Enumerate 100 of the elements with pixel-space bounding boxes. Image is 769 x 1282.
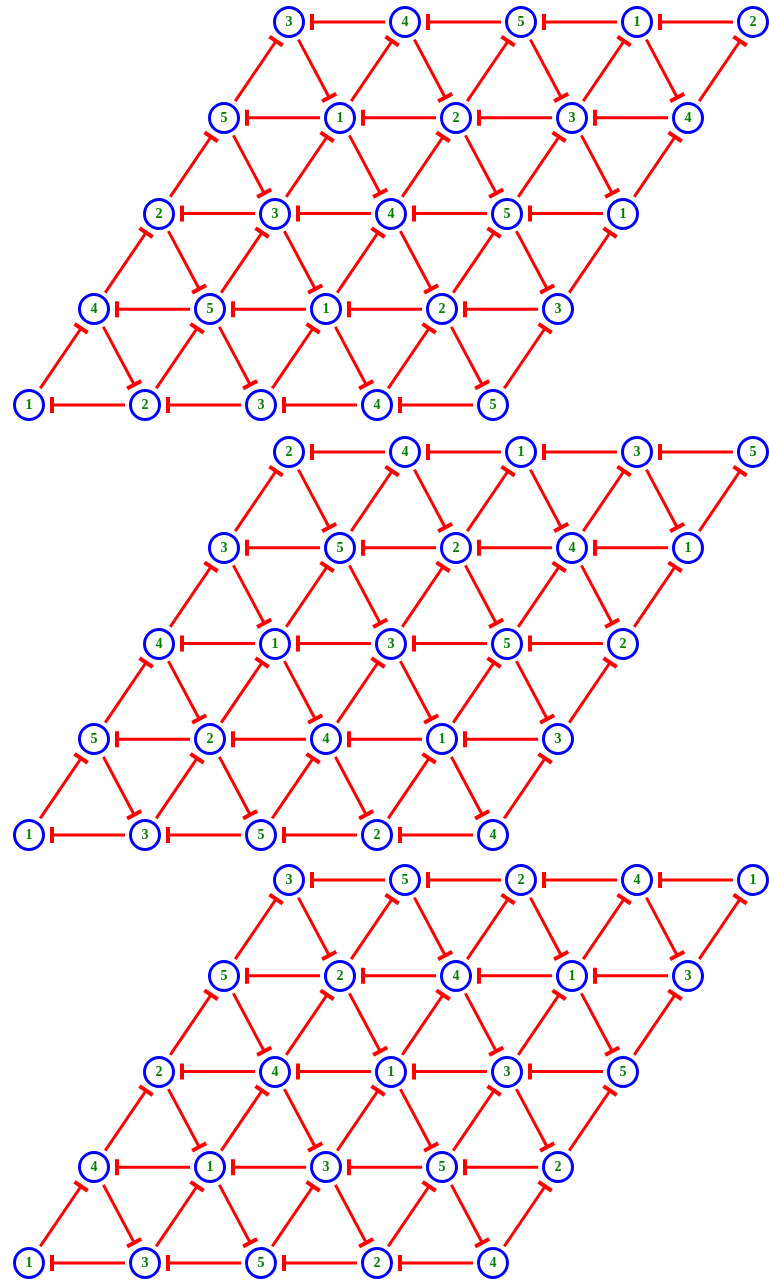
inhibition-edge <box>450 326 491 391</box>
inhibition-edge <box>218 1184 259 1249</box>
inhibition-edge <box>698 892 748 961</box>
inhibition-edge <box>218 756 259 821</box>
inhibition-edge <box>580 564 621 629</box>
inhibition-edge <box>399 660 440 725</box>
inhibition-edge <box>231 1159 306 1176</box>
inhibition-edge <box>515 660 556 725</box>
inhibition-edge <box>466 34 516 103</box>
inhibition-edge <box>452 656 502 724</box>
inhibition-edge <box>283 230 324 295</box>
inhibition-edge <box>50 1255 125 1271</box>
inhibition-edge <box>234 34 284 103</box>
inhibition-edge <box>39 752 89 820</box>
inhibition-edge <box>529 896 570 961</box>
inhibition-edge <box>413 896 454 961</box>
inhibition-edge <box>155 752 205 820</box>
inhibition-edge <box>282 397 357 413</box>
inhibition-edge <box>426 444 501 460</box>
inhibition-edge <box>348 564 389 629</box>
inhibition-edge <box>413 468 454 533</box>
inhibition-edge <box>387 322 437 390</box>
inhibition-edge <box>336 656 386 724</box>
inhibition-edge <box>167 660 208 725</box>
inhibition-edge <box>412 635 487 652</box>
inhibition-edge <box>361 109 436 126</box>
inhibition-edge <box>347 301 422 318</box>
inhibition-edge <box>698 34 748 103</box>
inhibition-edge <box>102 756 143 821</box>
inhibition-edge <box>412 205 487 222</box>
inhibition-edge <box>633 560 683 628</box>
inhibition-edge <box>271 322 321 390</box>
inhibition-edge <box>645 468 686 533</box>
inhibition-edge <box>169 988 219 1056</box>
inhibition-edge <box>180 205 255 222</box>
inhibition-edge <box>271 752 321 820</box>
inhibition-edge <box>334 1184 375 1249</box>
inhibition-edge <box>517 988 567 1056</box>
inhibition-edge <box>180 1063 255 1080</box>
inhibition-edge <box>645 896 686 961</box>
inhibition-edge <box>283 660 324 725</box>
inhibition-edge <box>350 892 400 961</box>
inhibition-edge <box>220 226 270 294</box>
inhibition-edge <box>452 226 502 294</box>
inhibition-edge <box>334 756 375 821</box>
inhibition-edge <box>450 1184 491 1249</box>
inhibition-edge <box>282 827 357 843</box>
inhibition-edge <box>503 322 553 390</box>
inhibition-edge <box>398 827 473 843</box>
inhibition-edge <box>528 205 603 222</box>
inhibition-edge <box>232 134 273 199</box>
inhibition-edge <box>658 14 733 30</box>
inhibition-edge <box>463 731 538 748</box>
inhibition-edge <box>398 1255 473 1271</box>
inhibition-edge <box>334 326 375 391</box>
inhibition-edge <box>218 326 259 391</box>
inhibition-edge <box>658 872 733 888</box>
inhibition-edge <box>297 896 338 961</box>
inhibition-edge <box>155 322 205 390</box>
inhibition-edge <box>580 992 621 1057</box>
inhibition-edge <box>350 34 400 103</box>
inhibition-edge <box>271 1180 321 1248</box>
inhibition-edge <box>593 967 668 984</box>
inhibition-edge <box>296 1063 371 1080</box>
inhibition-edge <box>529 38 570 103</box>
inhibition-edge <box>515 1088 556 1153</box>
inhibition-edge <box>104 1084 154 1152</box>
inhibition-edge <box>297 468 338 533</box>
inhibition-edge <box>542 444 617 460</box>
inhibition-edge <box>633 988 683 1056</box>
inhibition-edge <box>463 301 538 318</box>
inhibition-edge <box>104 226 154 294</box>
inhibition-edge <box>39 1180 89 1248</box>
inhibition-edge <box>169 560 219 628</box>
inhibition-edge <box>399 230 440 295</box>
inhibition-edge <box>282 1255 357 1271</box>
inhibition-edge <box>464 134 505 199</box>
inhibition-edge <box>166 1255 241 1271</box>
inhibition-edge <box>426 872 501 888</box>
inhibition-edge <box>401 988 451 1056</box>
inhibition-edge <box>466 892 516 961</box>
inhibition-edge <box>517 560 567 628</box>
inhibition-edge <box>452 1084 502 1152</box>
inhibition-edge <box>477 109 552 126</box>
inhibition-edge <box>542 872 617 888</box>
inhibition-edge <box>336 1084 386 1152</box>
inhibition-edge <box>698 464 748 533</box>
inhibition-edge <box>645 38 686 103</box>
inhibition-edge <box>220 656 270 724</box>
inhibition-edge <box>593 109 668 126</box>
inhibition-edge <box>166 827 241 843</box>
inhibition-edge <box>426 14 501 30</box>
inhibition-edge <box>310 444 385 460</box>
inhibition-edge <box>361 539 436 556</box>
inhibition-edge <box>593 539 668 556</box>
inhibition-edge <box>387 752 437 820</box>
inhibition-edge <box>348 992 389 1057</box>
inhibition-edge <box>234 892 284 961</box>
inhibition-edge <box>310 872 385 888</box>
inhibition-edge <box>310 14 385 30</box>
